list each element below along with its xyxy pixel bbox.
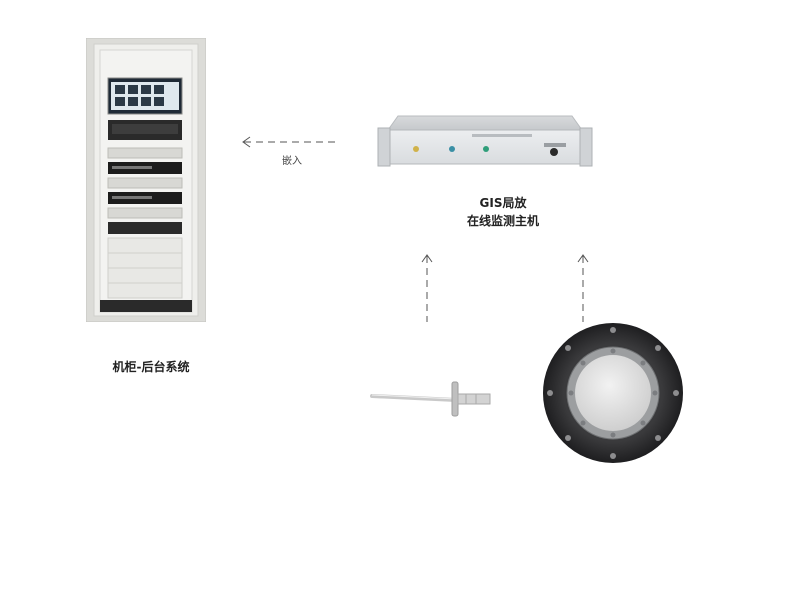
host-unit-image	[376, 112, 596, 172]
probe-sensor-image	[366, 378, 494, 418]
cabinet-image	[85, 37, 207, 323]
disc-sensor-arrow-drawing	[577, 254, 589, 322]
cabinet-label: 机柜-后台系统	[112, 360, 190, 374]
disc-sensor-drawing	[543, 323, 683, 463]
host-label-line1: GIS局放	[479, 196, 527, 210]
host-label-line2: 在线监测主机	[466, 214, 539, 228]
disc-sensor-image	[540, 320, 686, 466]
host-unit-drawing	[377, 115, 593, 167]
probe-sensor-drawing	[370, 381, 491, 417]
probe-sensor-arrow-drawing	[421, 254, 433, 322]
embed-label: 嵌入	[282, 156, 302, 167]
disc-sensor-arrow	[576, 252, 590, 324]
embed-arrow	[238, 132, 342, 152]
cabinet-drawing	[85, 37, 207, 323]
probe-sensor-arrow	[420, 252, 434, 324]
embed-arrow-drawing	[242, 136, 338, 148]
